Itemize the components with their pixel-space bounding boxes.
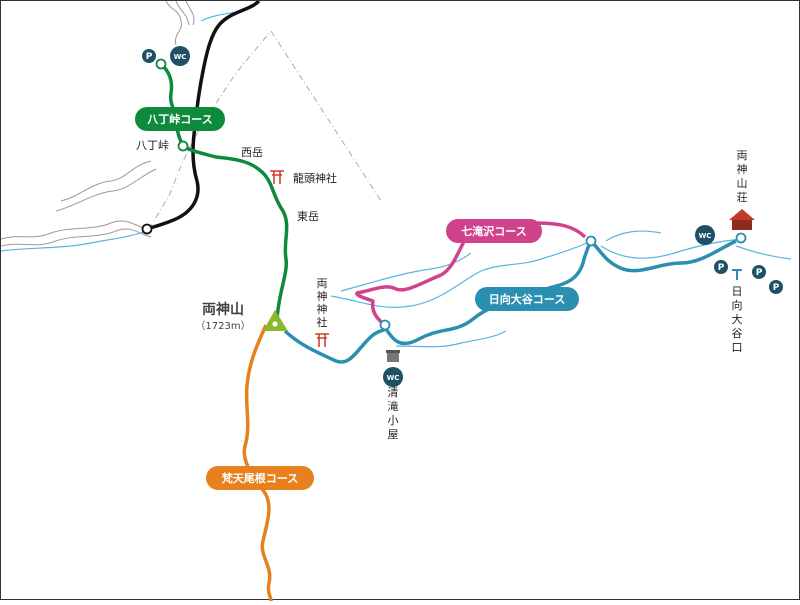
summit-marker bbox=[263, 310, 288, 331]
waypoint-hatchoge bbox=[177, 140, 189, 152]
svg-text:WC: WC bbox=[174, 53, 187, 61]
parking-icon: P bbox=[714, 260, 728, 274]
label-ryuto-shrine: 龍頭神社 bbox=[293, 171, 337, 185]
course-pill-bonten: 梵天尾根コース bbox=[206, 466, 314, 490]
course-label-hatchoge: 八丁峠コース bbox=[146, 112, 212, 126]
label-hatchoge: 八丁峠 bbox=[136, 138, 169, 152]
trail-hatchoge bbox=[159, 62, 289, 320]
label-ryokami-shrine: 両神神社 bbox=[317, 277, 328, 329]
course-label-hinata: 日向大谷コース bbox=[489, 292, 565, 306]
wc-icon: WC bbox=[695, 225, 715, 245]
wc-icon: WC bbox=[383, 367, 403, 387]
wc-icon: WC bbox=[170, 46, 190, 66]
waypoint-east-junction bbox=[585, 235, 597, 247]
course-label-bonten: 梵天尾根コース bbox=[222, 471, 298, 485]
trailhead-icon bbox=[732, 269, 742, 280]
svg-text:P: P bbox=[773, 283, 780, 293]
parking-icon: P bbox=[142, 49, 156, 63]
label-seitaki-hut: 清滝小屋 bbox=[388, 386, 399, 441]
waypoint-road-end bbox=[141, 223, 153, 235]
trail-bonten bbox=[242, 324, 273, 602]
svg-text:両神山荘: 両神山荘 bbox=[737, 149, 748, 204]
svg-text:P: P bbox=[756, 268, 763, 278]
svg-text:P: P bbox=[146, 52, 153, 62]
course-pill-hinata: 日向大谷コース bbox=[475, 287, 579, 311]
svg-text:日向大谷口: 日向大谷口 bbox=[732, 285, 743, 354]
lodge-icon bbox=[729, 209, 755, 230]
rivers bbox=[0, 5, 792, 348]
course-label-shichitaki: 七滝沢コース bbox=[461, 224, 526, 238]
label-ryokami-sanso: 両神山荘 bbox=[737, 149, 748, 204]
torii-icon bbox=[315, 333, 329, 347]
svg-text:WC: WC bbox=[699, 232, 712, 240]
label-hinata-trailhead: 日向大谷口 bbox=[732, 285, 743, 354]
summit-elevation: （1723m） bbox=[195, 320, 250, 332]
svg-text:両神神社: 両神神社 bbox=[317, 277, 328, 329]
svg-text:清滝小屋: 清滝小屋 bbox=[388, 386, 399, 441]
svg-text:P: P bbox=[718, 263, 725, 273]
parking-icon: P bbox=[769, 280, 783, 294]
waypoint-seitaki-junction bbox=[379, 319, 391, 331]
waypoint-top bbox=[155, 58, 167, 70]
svg-text:WC: WC bbox=[387, 374, 400, 382]
summit-name: 両神山 bbox=[202, 301, 244, 318]
mountain-road-texture bbox=[0, 0, 195, 247]
label-higashidake: 東岳 bbox=[297, 210, 319, 223]
torii-icon bbox=[270, 170, 284, 184]
course-pill-shichitaki: 七滝沢コース bbox=[446, 219, 542, 243]
parking-icon: P bbox=[752, 265, 766, 279]
waypoint-sanso bbox=[735, 232, 747, 244]
hut-icon bbox=[386, 350, 400, 362]
label-nishidake: 西岳 bbox=[241, 146, 263, 159]
course-pill-hatchoge: 八丁峠コース bbox=[135, 107, 225, 131]
